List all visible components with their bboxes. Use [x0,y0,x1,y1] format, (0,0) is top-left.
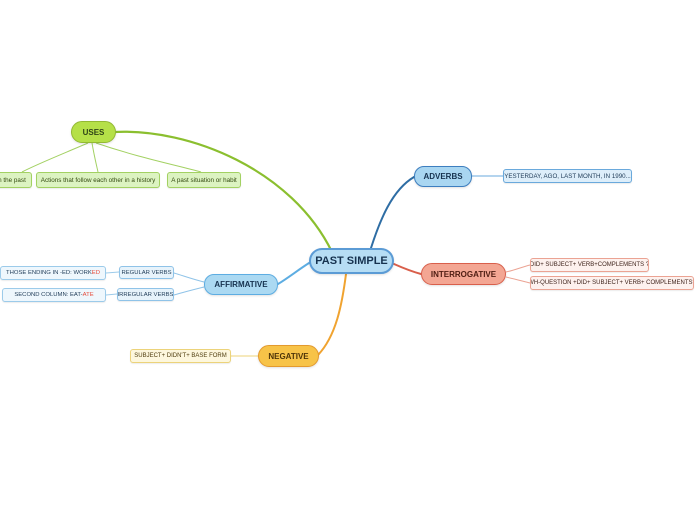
branch-interrogative[interactable]: INTERROGATIVE [421,263,506,285]
uses-child-in-the-past[interactable]: n the past [0,172,32,188]
branch-negative[interactable]: NEGATIVE [258,345,319,367]
connector-interrogative-child-1 [505,264,531,273]
branch-interrogative-label: INTERROGATIVE [430,269,497,279]
branch-affirmative[interactable]: AFFIRMATIVE [204,274,278,295]
branch-adverbs-label: ADVERBS [423,172,463,181]
branch-adverbs[interactable]: ADVERBS [414,166,472,187]
central-topic-past-simple[interactable]: PAST SIMPLE [309,248,394,274]
connector-negative [317,273,347,356]
adverbs-child-label: YESTERDAY, AGO, LAST MONTH, IN 1990... [504,172,631,180]
interrogative-child-2-label: WH-QUESTION +DID+ SUBJECT+ VERB+ COMPLEM… [530,280,694,286]
connector-affirmative-reg [173,272,205,283]
connector-adverbs [370,176,415,249]
connector-uses [112,130,334,254]
connector-affirmative-irr [173,286,205,296]
adverbs-child-examples[interactable]: YESTERDAY, AGO, LAST MONTH, IN 1990... [503,169,632,183]
connector-interrogative-child-2 [505,276,531,284]
uses-child-2-label: Actions that follow each other in a hist… [40,176,156,184]
connector-uses-child-3 [95,142,202,173]
uses-child-3-label: A past situation or habit [171,176,237,184]
irregular-verbs-label: IRREGULAR VERBS [117,291,174,298]
irregular-verbs-detail-text: SECOND COLUMN: EAT- [14,292,83,298]
branch-negative-label: NEGATIVE [268,351,309,361]
branch-uses[interactable]: USES [71,121,116,143]
uses-child-past-situation[interactable]: A past situation or habit [167,172,241,188]
connector-uses-child-2 [91,142,99,173]
branch-affirmative-label: AFFIRMATIVE [214,280,268,289]
uses-child-1-label: n the past [0,176,26,184]
interrogative-child-did-structure[interactable]: DID+ SUBJECT+ VERB+COMPLEMENTS ? [530,258,649,272]
negative-child-label: SUBJECT+ DIDN'T+ BASE FORM [134,353,227,359]
connector-interrogative [393,263,422,275]
affirmative-child-irregular-verbs[interactable]: IRREGULAR VERBS [117,288,174,301]
connector-uses-child-1 [21,142,89,173]
affirmative-child-regular-verbs[interactable]: REGULAR VERBS [119,266,174,279]
irregular-verbs-detail-highlight: ATE [82,292,94,298]
connector-reg-detail [105,271,120,274]
regular-verbs-label: REGULAR VERBS [121,269,172,276]
regular-verbs-detail-highlight: ED [91,270,100,276]
connector-irr-detail [105,293,118,296]
regular-verbs-detail-text: THOSE ENDING IN -ED: WORK [6,270,92,276]
interrogative-child-wh-structure[interactable]: WH-QUESTION +DID+ SUBJECT+ VERB+ COMPLEM… [530,276,694,290]
irregular-verbs-detail[interactable]: SECOND COLUMN: EAT-ATE [2,288,106,302]
central-topic-label: PAST SIMPLE [315,255,388,267]
uses-child-actions-follow[interactable]: Actions that follow each other in a hist… [36,172,160,188]
negative-child-structure[interactable]: SUBJECT+ DIDN'T+ BASE FORM [130,349,231,363]
connector-affirmative [277,262,310,285]
branch-uses-label: USES [82,127,105,137]
interrogative-child-1-label: DID+ SUBJECT+ VERB+COMPLEMENTS ? [530,262,649,268]
